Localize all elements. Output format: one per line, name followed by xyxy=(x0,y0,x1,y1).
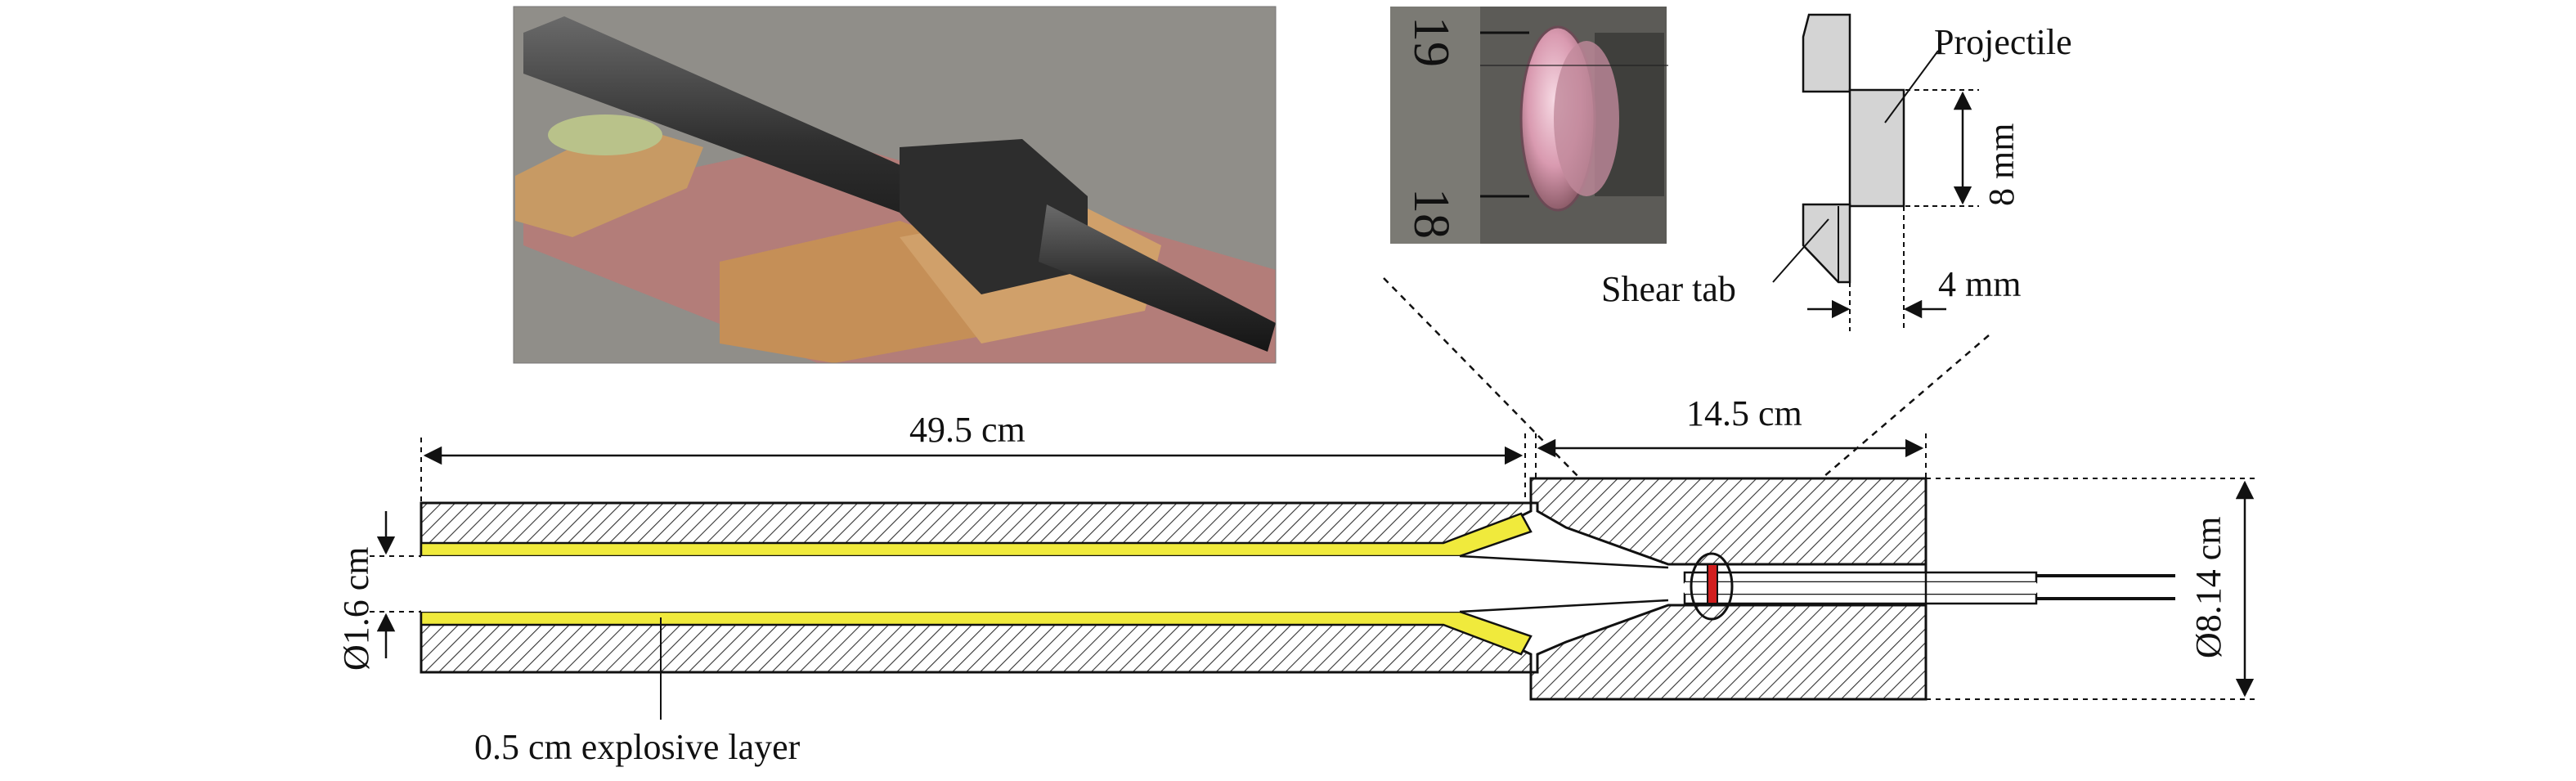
projectile-label: Projectile xyxy=(1934,22,2072,62)
projectile-width-label: 4 mm xyxy=(1938,264,2021,304)
projectile-schematic: Projectile 8 mm Shear tab 4 mm xyxy=(1601,13,2072,331)
gun-cross-section xyxy=(420,477,2175,701)
outer-diameter-label: Ø8.14 cm xyxy=(2188,516,2228,658)
gun-photo xyxy=(513,6,1277,364)
zoom-circle xyxy=(1690,552,1734,621)
chamber-block xyxy=(1529,477,1928,701)
projectile-marker xyxy=(1707,563,1718,604)
projectile-photo: 18 19 xyxy=(1390,7,1668,244)
shear-tab-label: Shear tab xyxy=(1601,269,1736,309)
barrel-length-label: 49.5 cm xyxy=(909,410,1025,450)
chamber-length-label: 14.5 cm xyxy=(1686,393,1802,433)
explosive-layer-label: 0.5 cm explosive layer xyxy=(474,727,801,767)
bore-diameter-label: Ø1.6 cm xyxy=(336,546,376,671)
ruler-mark-18: 18 xyxy=(1403,188,1459,239)
dimensions: 49.5 cm 14.5 cm Ø1.6 cm Ø8.14 cm 0.5 cm … xyxy=(336,393,2257,767)
ruler-mark-19: 19 xyxy=(1403,16,1459,67)
projectile-length-label: 8 mm xyxy=(1981,123,2022,206)
